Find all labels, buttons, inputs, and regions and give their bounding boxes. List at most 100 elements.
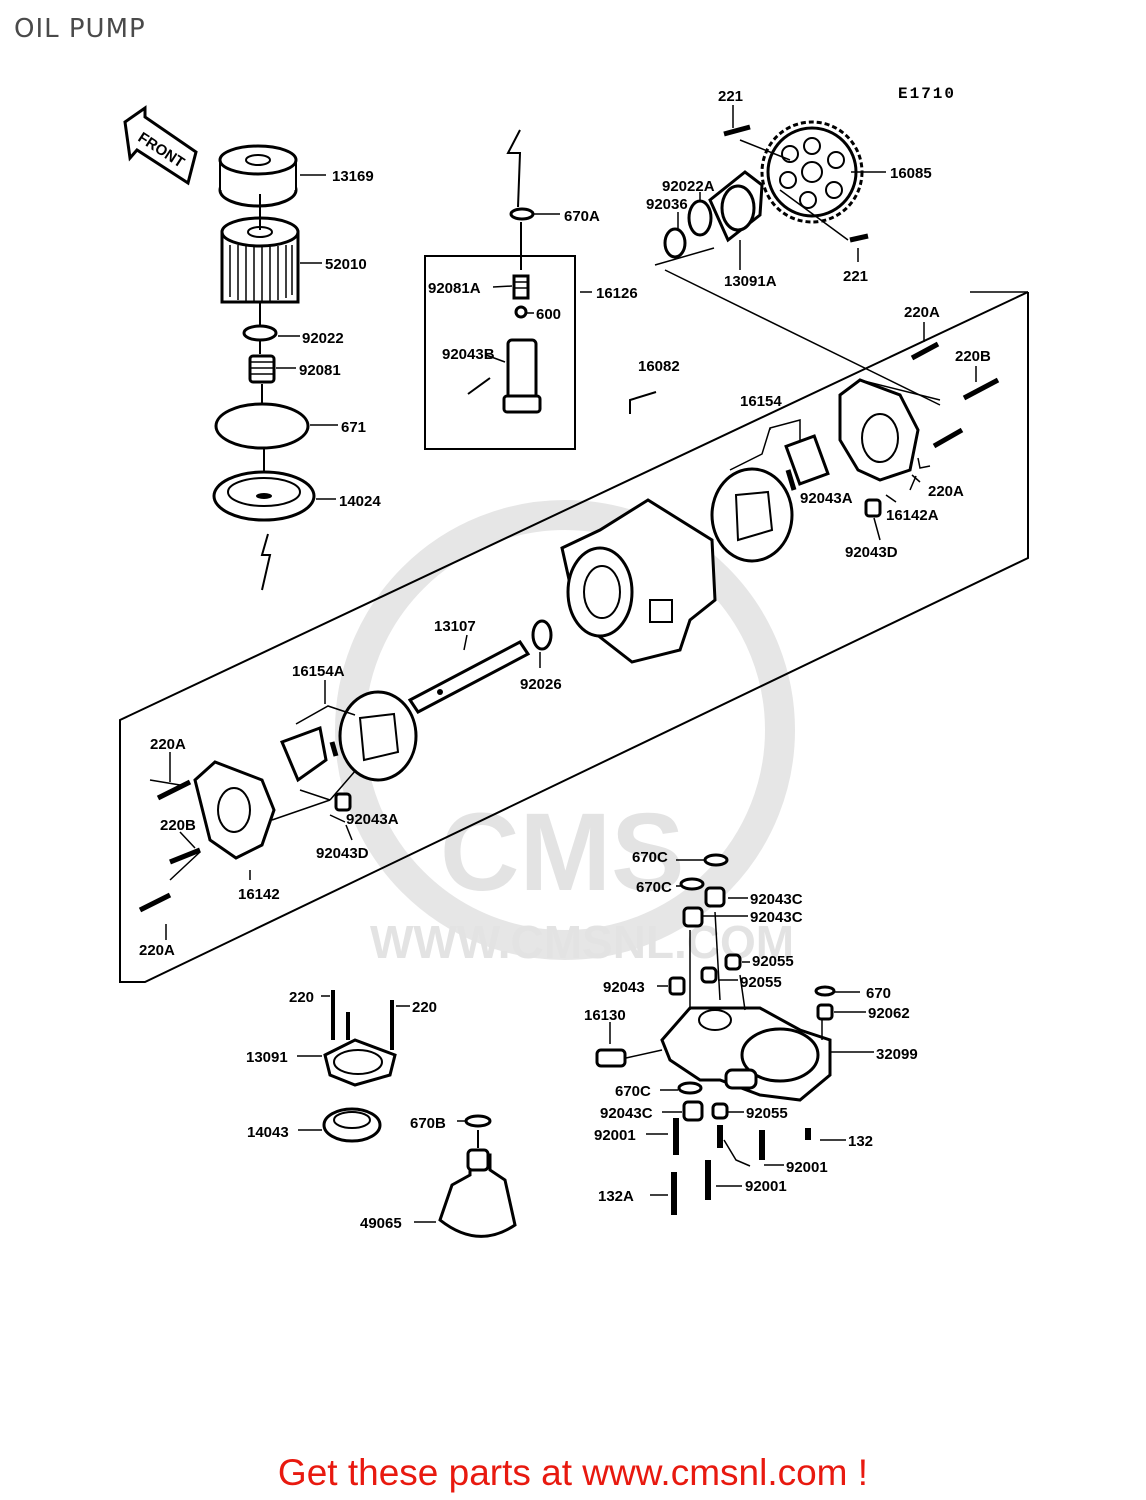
bolt-221-bottom-icon xyxy=(849,233,869,243)
dowel-92043D-left-icon xyxy=(334,792,352,812)
label-16085: 16085 xyxy=(890,165,932,182)
leader-lines xyxy=(165,105,977,1223)
pump-assembly-outline xyxy=(119,291,1029,983)
bolt-220A-top-icon xyxy=(910,341,940,361)
part-92043-icon xyxy=(668,976,686,996)
label-92081: 92081 xyxy=(299,362,341,379)
label-92022A: 92022A xyxy=(662,178,715,195)
bolt-220A-right-icon xyxy=(932,427,964,449)
part-92055-a-icon xyxy=(724,953,742,971)
part-92036-icon xyxy=(663,227,687,259)
part-92043C-a-icon xyxy=(704,886,726,908)
part-670C-c-icon xyxy=(677,1081,703,1095)
label-220A-bottom: 220A xyxy=(139,942,175,959)
part-16082-icon xyxy=(560,498,717,664)
label-92055-a: 92055 xyxy=(752,953,794,970)
label-16154A: 16154A xyxy=(292,663,345,680)
bolt-220A-bottom-icon xyxy=(138,892,172,913)
part-16142-icon xyxy=(193,760,276,860)
label-92055-b: 92055 xyxy=(740,974,782,991)
label-92001-b: 92001 xyxy=(786,1159,828,1176)
part-16154-icon xyxy=(710,434,830,563)
part-labels: 13169 52010 92022 92081 671 14024 670A 9… xyxy=(139,88,991,1232)
part-92062-icon xyxy=(816,1003,834,1021)
part-671-icon xyxy=(214,402,310,450)
part-92055-b-icon xyxy=(700,966,718,984)
label-32099: 32099 xyxy=(876,1046,918,1063)
label-670C-a: 670C xyxy=(632,849,668,866)
label-92043C-b: 92043C xyxy=(750,909,803,926)
label-220A-right: 220A xyxy=(928,483,964,500)
label-600: 600 xyxy=(536,306,561,323)
part-92022A-icon xyxy=(687,199,713,237)
part-52010-icon xyxy=(220,216,300,304)
label-92043C-a: 92043C xyxy=(750,891,803,908)
label-16142: 16142 xyxy=(238,886,280,903)
label-92043A-left: 92043A xyxy=(346,811,399,828)
part-92043C-c-icon xyxy=(682,1100,704,1122)
part-670A-icon xyxy=(509,207,535,221)
label-220-right: 220 xyxy=(412,999,437,1016)
label-670A: 670A xyxy=(564,208,600,225)
part-16130-icon xyxy=(595,1048,627,1068)
label-49065: 49065 xyxy=(360,1215,402,1232)
label-92001-a: 92001 xyxy=(594,1127,636,1144)
label-92022: 92022 xyxy=(302,330,344,347)
bolt-220B-left-icon xyxy=(169,847,201,865)
label-670B: 670B xyxy=(410,1115,446,1132)
label-13169: 13169 xyxy=(332,168,374,185)
label-92036: 92036 xyxy=(646,196,688,213)
part-600-icon xyxy=(514,305,528,319)
part-92043B-icon xyxy=(467,338,542,414)
label-220B-right: 220B xyxy=(955,348,991,365)
label-92043B: 92043B xyxy=(442,346,495,363)
label-92043: 92043 xyxy=(603,979,645,996)
label-92001-c: 92001 xyxy=(745,1178,787,1195)
bolt-221-top-icon xyxy=(723,124,751,137)
label-220-left: 220 xyxy=(289,989,314,1006)
label-92062: 92062 xyxy=(868,1005,910,1022)
label-92055-c: 92055 xyxy=(746,1105,788,1122)
part-670-icon xyxy=(814,985,836,997)
relief-valve-box xyxy=(424,255,576,450)
part-16154A-icon xyxy=(280,690,418,783)
label-92026: 92026 xyxy=(520,676,562,693)
label-52010: 52010 xyxy=(325,256,367,273)
page-title: OIL PUMP xyxy=(14,14,146,44)
label-220A-top: 220A xyxy=(904,304,940,321)
bolt-220A-left-icon xyxy=(156,779,192,801)
label-220B-left: 220B xyxy=(160,817,196,834)
footer-promo-text: Get these parts at www.cmsnl.com ! xyxy=(277,1452,869,1493)
label-220A-left: 220A xyxy=(150,736,186,753)
part-670B-icon xyxy=(464,1114,492,1128)
label-13091A: 13091A xyxy=(724,273,777,290)
label-16154: 16154 xyxy=(740,393,782,410)
label-13107: 13107 xyxy=(434,618,476,635)
label-13091: 13091 xyxy=(246,1049,288,1066)
part-14043-icon xyxy=(322,1107,382,1143)
part-49065-icon xyxy=(438,1148,517,1238)
label-16126: 16126 xyxy=(596,285,638,302)
label-92043D-left: 92043D xyxy=(316,845,369,862)
part-670C-b-icon xyxy=(679,877,705,891)
part-92081A-icon xyxy=(512,274,530,300)
bolt-220B-right-icon xyxy=(962,377,1000,401)
part-13091A-icon xyxy=(708,170,764,243)
label-671: 671 xyxy=(341,419,366,436)
label-670C-b: 670C xyxy=(636,879,672,896)
part-92055-c-icon xyxy=(711,1102,729,1120)
label-92043C-c: 92043C xyxy=(600,1105,653,1122)
label-16082: 16082 xyxy=(638,358,680,375)
front-arrow-icon: FRONT xyxy=(123,105,198,186)
label-132: 132 xyxy=(848,1133,873,1150)
label-132A: 132A xyxy=(598,1188,634,1205)
part-16142A-icon xyxy=(838,378,920,482)
label-92043A-right: 92043A xyxy=(800,490,853,507)
part-14024-icon xyxy=(212,470,316,522)
part-13107-icon xyxy=(407,640,531,714)
watermark-brand: CMS xyxy=(440,791,684,914)
part-92022-icon xyxy=(242,324,278,342)
diagram-code: E1710 xyxy=(898,85,956,103)
part-16085-icon xyxy=(760,120,864,224)
